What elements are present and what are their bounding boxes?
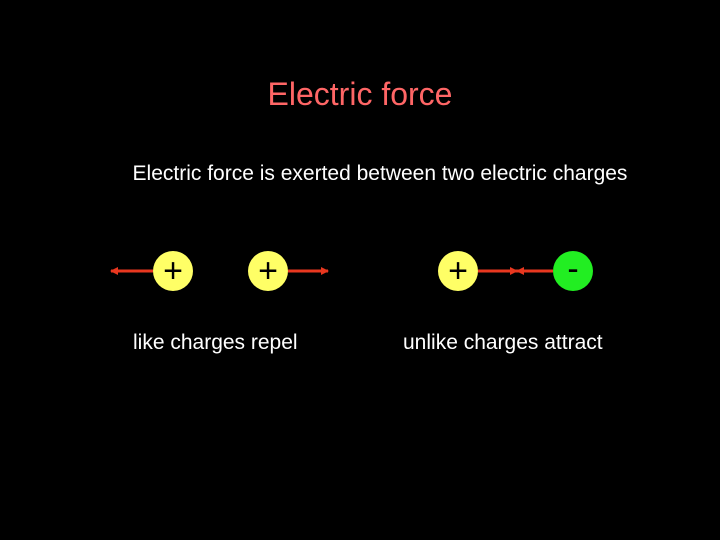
repel-right-charge-symbol: + — [258, 252, 278, 290]
attract-diagram: + - — [438, 250, 593, 291]
repel-left-positive-charge — [153, 251, 193, 291]
repel-right-positive-charge — [248, 251, 288, 291]
repel-caption: like charges repel — [133, 331, 298, 354]
charge-diagram: + + + - — [110, 250, 593, 291]
attract-negative-charge-symbol: - — [567, 250, 578, 288]
repel-left-charge-symbol: + — [163, 252, 183, 290]
attract-negative-charge — [553, 251, 593, 291]
attract-positive-charge — [438, 251, 478, 291]
slide-subtitle: Electric force is exerted between two el… — [132, 162, 628, 185]
attract-caption: unlike charges attract — [403, 331, 603, 354]
repel-diagram: + + — [110, 251, 329, 291]
slide-title: Electric force — [267, 76, 453, 112]
attract-positive-charge-symbol: + — [448, 252, 468, 290]
